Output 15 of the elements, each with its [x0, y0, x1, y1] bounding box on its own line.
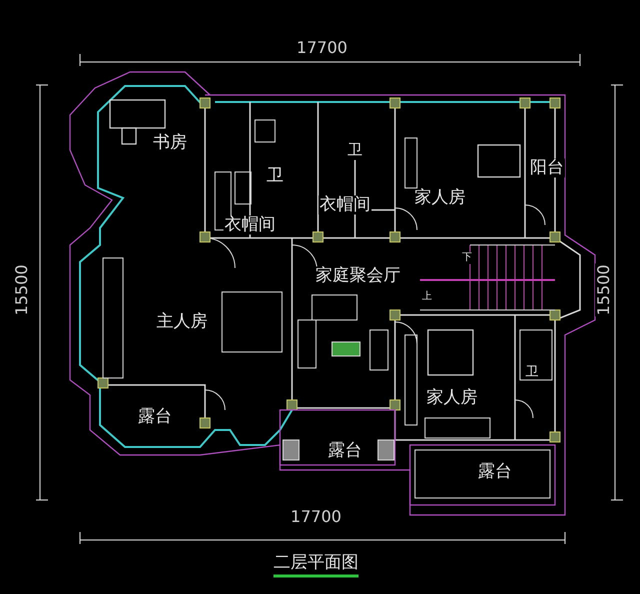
room-label: 露台	[137, 408, 173, 426]
drawing-title: 二层平面图	[274, 554, 358, 578]
room-label: 衣帽间	[224, 216, 276, 234]
room-label: 卫	[346, 142, 364, 158]
room-label: 家庭聚会厅	[314, 266, 402, 286]
room-label: 阳台	[529, 158, 565, 178]
room-label: 主人房	[156, 312, 208, 332]
room-label: 家人房	[414, 188, 466, 208]
room-label: 露台	[477, 462, 513, 482]
stair-direction-label: 下	[461, 252, 473, 264]
room-label: 家人房	[426, 388, 478, 408]
room-label: 衣帽间	[318, 196, 372, 214]
room-label: 书房	[152, 134, 188, 152]
room-label: 露台	[327, 442, 363, 460]
room-label: 卫	[524, 364, 540, 380]
